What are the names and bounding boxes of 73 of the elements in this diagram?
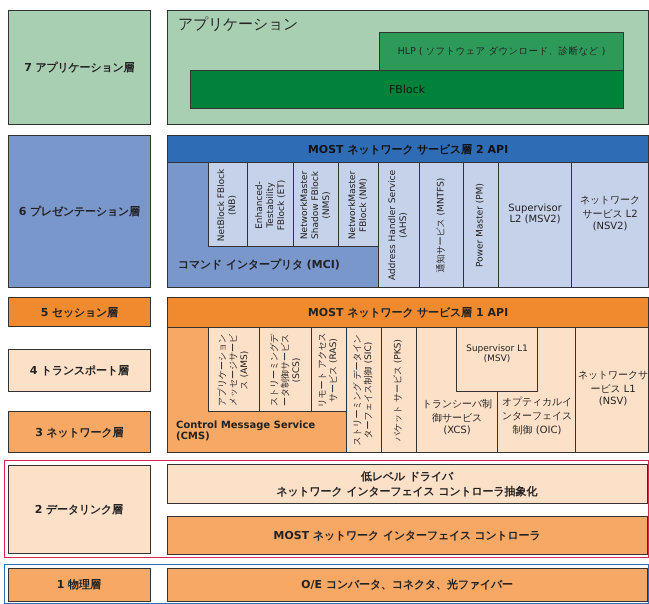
service-label: Enhanced-Testability FBlock (ET)	[254, 178, 287, 232]
service-box	[381, 327, 417, 453]
application-panel	[167, 10, 649, 125]
layer-box	[8, 411, 151, 453]
service-box	[247, 162, 294, 247]
service-label: アプリケーションメッセージサービス (AMS)	[218, 332, 250, 408]
service-box	[311, 327, 347, 412]
api-band	[167, 135, 649, 163]
controller-box	[166, 516, 648, 554]
service-label: NetworkMaster Shadow FBlock (NMS)	[300, 169, 332, 241]
layer-box	[8, 297, 151, 327]
layer-label: 1 物理層	[56, 577, 102, 592]
service-label: ストリーミング データインターフェイス制御 (SIC)	[353, 334, 375, 448]
controller-label: MOST ネットワーク インターフェイス コントローラ	[273, 528, 541, 542]
layer-box	[8, 135, 151, 288]
service-label: リモート アクセスサービス (RAS)	[318, 331, 340, 408]
service-box	[456, 327, 538, 392]
service-label: Control Message Service (CMS)	[176, 420, 316, 442]
layer-label: 4 トランスポート層	[30, 363, 130, 378]
module-box	[379, 32, 624, 71]
layer-label: 3 ネットワーク層	[35, 424, 124, 440]
service-box	[571, 162, 649, 288]
layer-box	[8, 464, 150, 554]
driver-label: 低レベル ドライバ	[361, 468, 453, 484]
interpreter-box	[167, 162, 379, 288]
service-label: パケット サービス (PKS)	[394, 338, 404, 443]
service-box	[416, 391, 498, 453]
service-box	[498, 162, 572, 288]
module-box	[190, 70, 624, 109]
service-box	[259, 327, 312, 412]
service-label: Power Master (PM)	[476, 182, 486, 269]
service-label: ストリーミングデータ制御サービス (SCS)	[269, 332, 302, 408]
layer-label: 7 アプリケーション層	[24, 60, 135, 75]
service-box	[497, 391, 576, 453]
api-band	[167, 297, 649, 328]
service-box	[338, 162, 379, 247]
service-label: コマンド インタープリタ (MCI)	[178, 257, 341, 272]
module-label: FBlock	[388, 83, 426, 96]
layer-frame	[4, 564, 649, 604]
service-label: ネットワークサービス L1 (NSV)	[578, 369, 648, 407]
driver-label: ネットワーク インターフェイス コントローラ抽象化	[276, 484, 538, 498]
layer-box	[8, 10, 151, 125]
service-box	[378, 162, 420, 288]
service-box	[419, 162, 464, 288]
panel-title: アプリケーション	[178, 15, 298, 34]
service-label: トランシーバ制御サービス (XCS)	[421, 398, 493, 436]
layer-frame	[4, 460, 649, 558]
band-label: MOST ネットワーク サービス層 1 API	[308, 305, 508, 320]
service-label: Address Handler Service (AHS)	[388, 168, 410, 282]
service-label: Supervisor L2 (MSV2)	[507, 203, 563, 225]
service-box	[463, 162, 499, 288]
band-label: MOST ネットワーク サービス層 2 API	[308, 142, 508, 156]
service-label: 通知サービス (MNTFS)	[436, 176, 447, 274]
module-label: HLP ( ソフトウェア ダウンロード、診断など )	[398, 45, 606, 58]
layer-box	[8, 568, 150, 602]
service-label: NetworkMaster FBlock (NM)	[348, 169, 370, 241]
physical-label: O/E コンバータ、コネクタ、光ファイバー	[301, 577, 513, 592]
service-box	[346, 327, 382, 453]
service-label: オプティカルインターフェイス制御 (OIC)	[501, 396, 573, 437]
layer-label: 5 セッション層	[40, 304, 118, 320]
physical-box	[166, 568, 648, 602]
service-box	[208, 162, 248, 247]
layer-label: 2 データリンク層	[34, 502, 124, 516]
layer-label: 6 プレゼンテーション層	[18, 204, 140, 219]
service-label: ネットワークサービス L2 (NSV2)	[579, 194, 641, 232]
message-service-box	[167, 327, 347, 453]
layer-box	[8, 349, 151, 392]
service-box	[208, 327, 260, 412]
service-label: Supervisor L1 (MSV)	[465, 344, 529, 364]
driver-box	[166, 464, 648, 504]
service-box	[293, 162, 339, 247]
service-box	[575, 327, 649, 453]
service-label: NetBlock FBlock (NB)	[217, 167, 239, 243]
